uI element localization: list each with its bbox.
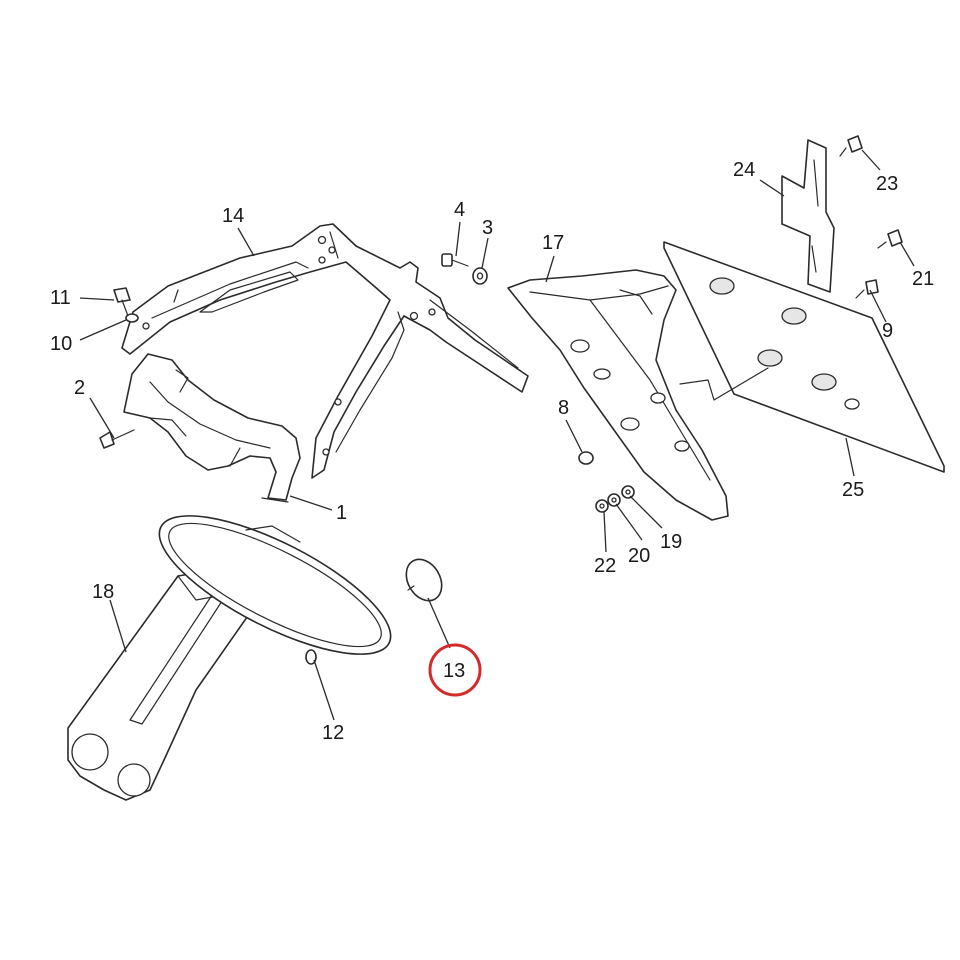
- callout-14: 14: [222, 205, 244, 227]
- callout-11: 11: [50, 287, 71, 309]
- callout-9: 9: [882, 320, 893, 342]
- callout-4: 4: [454, 199, 465, 221]
- callout-3: 3: [482, 217, 493, 239]
- callout-12: 12: [322, 722, 344, 744]
- callout-labels: 1 2 3 4 8 9 10 11 12 13 14 17 18 19 20 2…: [50, 159, 934, 744]
- callout-2: 2: [74, 377, 85, 399]
- callout-19: 19: [660, 531, 682, 553]
- callout-21: 21: [912, 268, 934, 290]
- callout-10: 10: [50, 333, 72, 355]
- leader-lines: [79, 149, 915, 721]
- part-17-cover: [507, 269, 729, 521]
- part-24-strip: [781, 139, 835, 293]
- callout-1: 1: [336, 502, 347, 524]
- callout-24: 24: [733, 159, 755, 181]
- callout-22: 22: [594, 555, 616, 577]
- callout-25: 25: [842, 479, 864, 501]
- part-14-bracket: [121, 223, 529, 479]
- callout-17: 17: [542, 232, 564, 254]
- tail-light-assembly: [158, 515, 443, 665]
- callout-23: 23: [876, 173, 898, 195]
- part-25-plate: [663, 241, 945, 473]
- callout-18: 18: [92, 581, 114, 603]
- part-1-inner-guard: [123, 353, 301, 503]
- callout-13: 13: [443, 660, 465, 682]
- callout-20: 20: [628, 545, 650, 567]
- callout-8: 8: [558, 397, 569, 419]
- fasteners: [99, 135, 903, 513]
- part-13-lens-disc: [405, 558, 443, 602]
- highlight-circle: [428, 643, 482, 697]
